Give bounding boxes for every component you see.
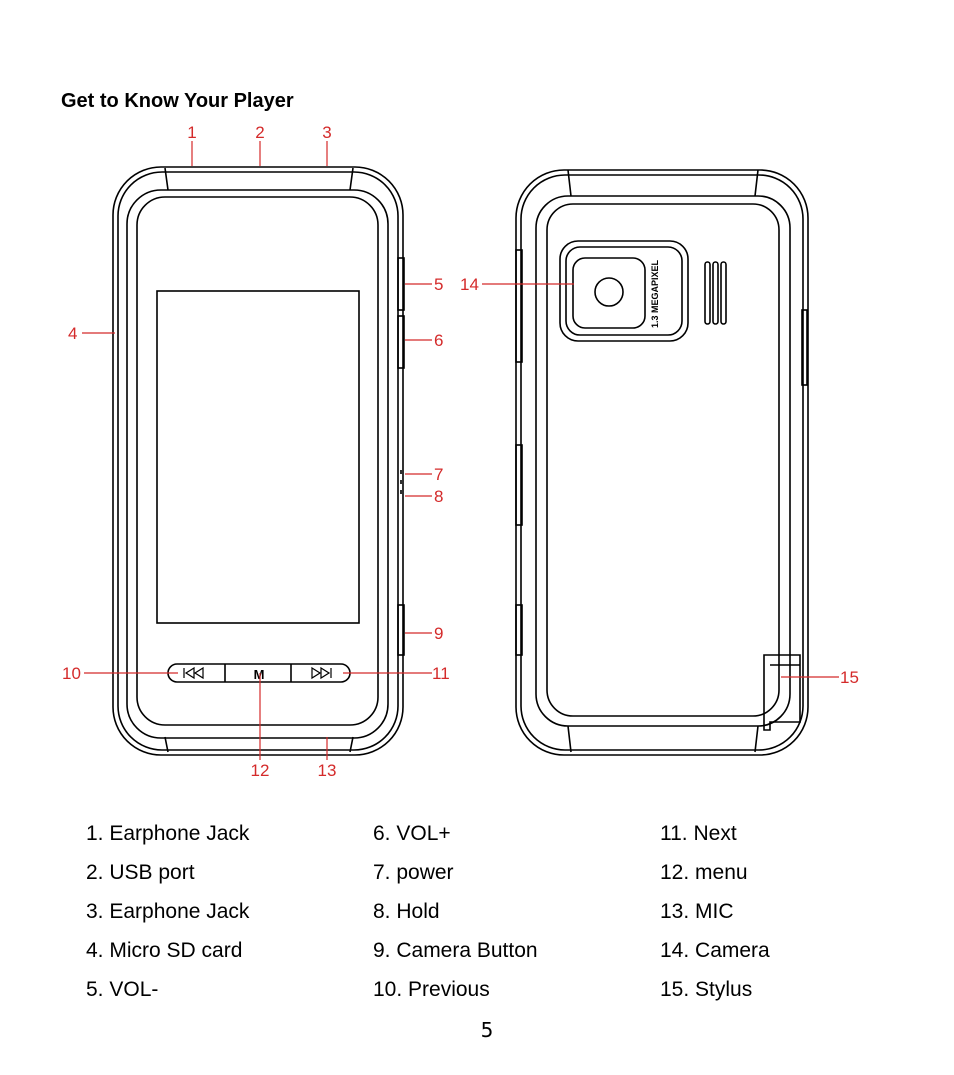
callout-7: 7 <box>434 465 443 484</box>
legend-item: 11. Next <box>660 822 737 845</box>
legend-column-1: 1. Earphone Jack 2. USB port 3. Earphone… <box>86 820 249 1015</box>
callout-4: 4 <box>68 324 77 343</box>
callout-1: 1 <box>187 123 196 142</box>
legend-item: 10. Previous <box>373 978 490 1001</box>
legend-item: 6. VOL+ <box>373 822 451 845</box>
legend-item: 5. VOL- <box>86 978 159 1001</box>
page-number: 5 <box>480 1018 494 1042</box>
previous-icon <box>183 666 204 680</box>
next-icon <box>311 666 332 680</box>
legend-item: 13. MIC <box>660 900 734 923</box>
callout-9: 9 <box>434 624 443 643</box>
page-title: Get to Know Your Player <box>61 90 294 112</box>
legend-item: 14. Camera <box>660 939 770 962</box>
callout-12: 12 <box>251 761 270 780</box>
camera-megapixel-label: 1.3 MEGAPIXEL <box>650 259 660 328</box>
camera-module <box>559 240 689 342</box>
callout-lines <box>82 141 839 760</box>
callout-6: 6 <box>434 331 443 350</box>
callout-14: 14 <box>460 275 479 294</box>
callout-15: 15 <box>840 668 859 687</box>
legend-item: 9. Camera Button <box>373 939 538 962</box>
player-diagram: M 1.3 MEGAPIXEL 1 2 3 4 5 6 7 8 9 10 11 … <box>62 123 859 780</box>
legend-item: 2. USB port <box>86 861 195 884</box>
stylus-slot <box>763 654 801 731</box>
back-device-outline <box>515 169 809 756</box>
menu-button-label: M <box>254 667 265 682</box>
speaker-grille <box>704 261 727 325</box>
legend-item: 8. Hold <box>373 900 440 923</box>
legend-item: 12. menu <box>660 861 748 884</box>
legend-column-3: 11. Next 12. menu 13. MIC 14. Camera 15.… <box>660 820 770 1015</box>
legend-item: 4. Micro SD card <box>86 939 243 962</box>
legend-item: 15. Stylus <box>660 978 753 1001</box>
front-device-outline <box>112 166 405 756</box>
callout-5: 5 <box>434 275 443 294</box>
callout-3: 3 <box>322 123 331 142</box>
legend-column-2: 6. VOL+ 7. power 8. Hold 9. Camera Butto… <box>373 820 538 1015</box>
legend-item: 3. Earphone Jack <box>86 900 250 923</box>
callout-2: 2 <box>255 123 264 142</box>
legend-item: 7. power <box>373 861 454 884</box>
callout-11: 11 <box>432 664 450 683</box>
callout-13: 13 <box>318 761 337 780</box>
legend-item: 1. Earphone Jack <box>86 822 250 845</box>
callout-10: 10 <box>62 664 81 683</box>
front-screen <box>156 290 360 624</box>
callout-8: 8 <box>434 487 443 506</box>
